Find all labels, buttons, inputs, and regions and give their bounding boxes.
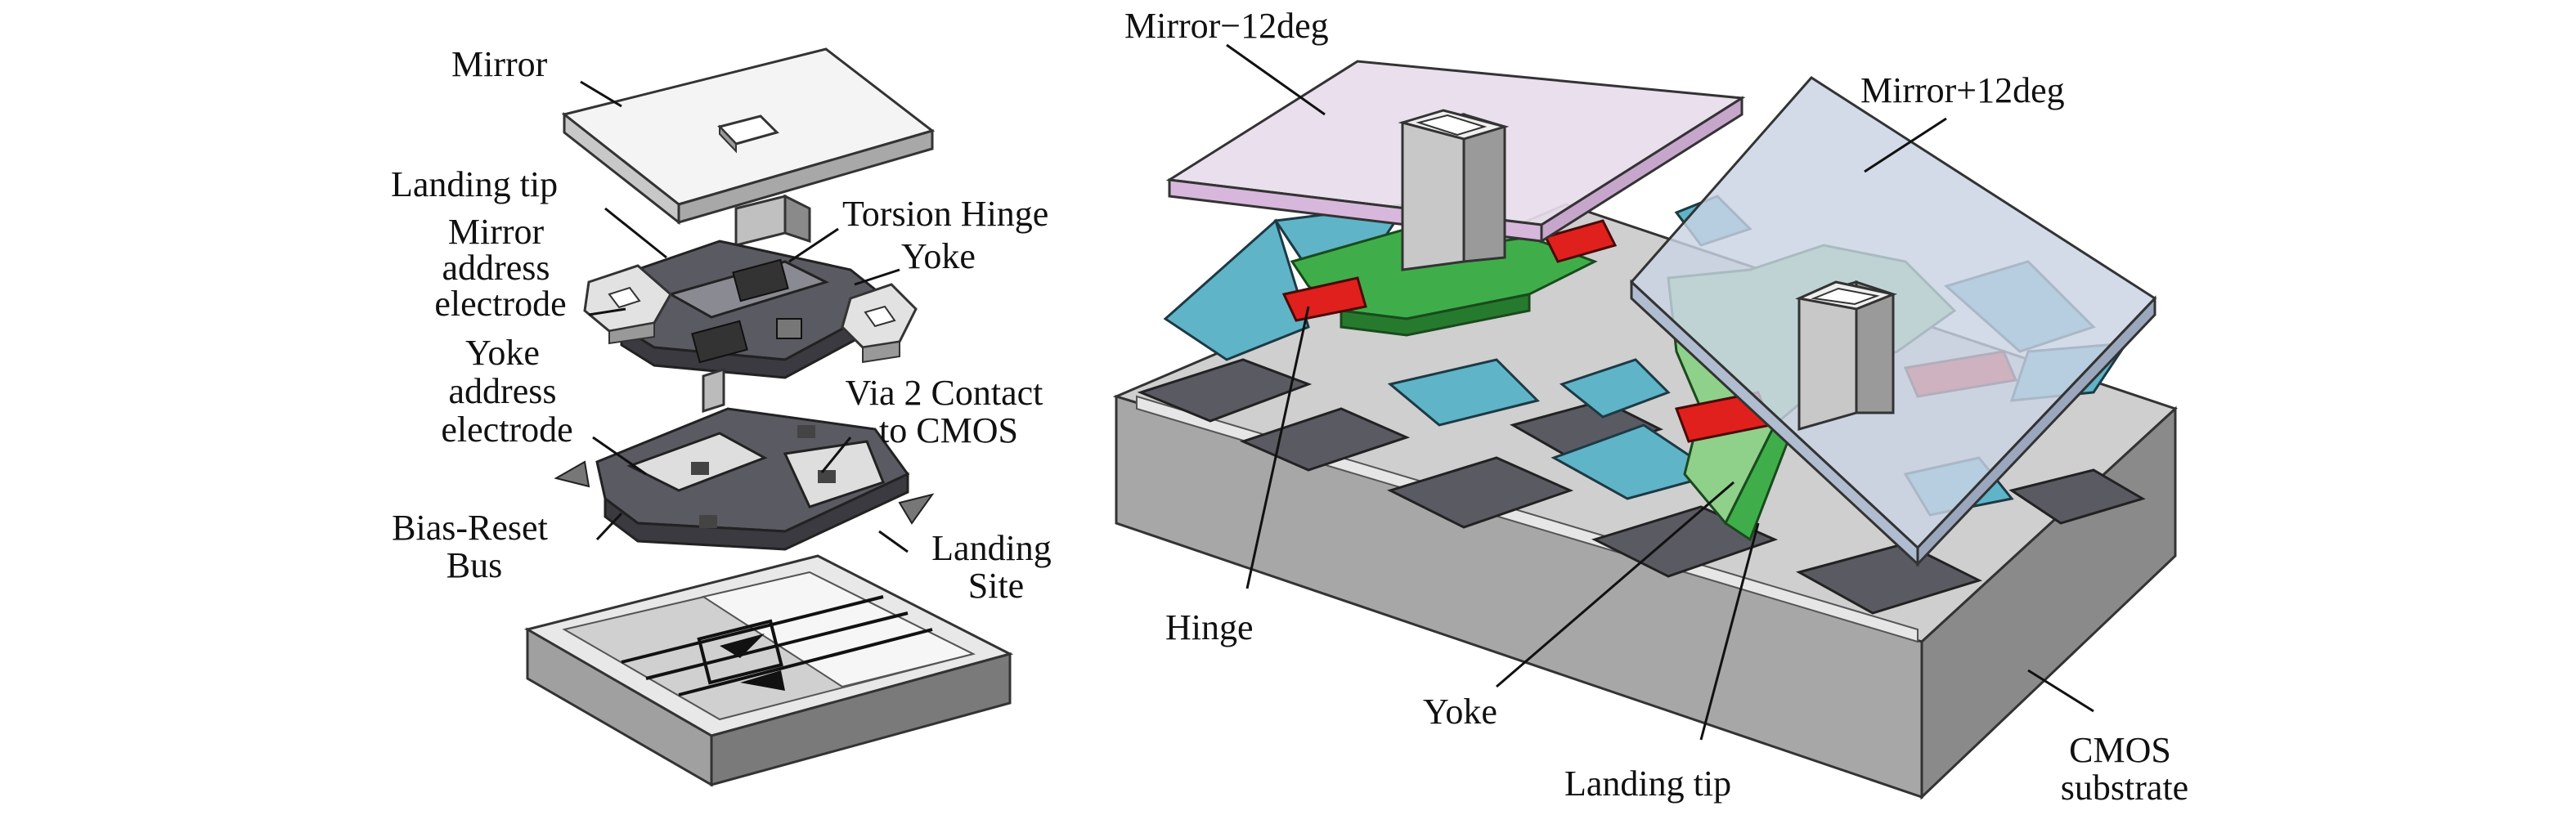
exploded-mirror-post [734,194,811,247]
hinge-left [1281,276,1367,322]
hinge-left-2 [1543,219,1618,263]
mirror-plus-12-post [1794,280,1898,431]
label-landing-tip-right: Landing tip [1564,764,1731,804]
label-mirror-minus-12deg: Mirror−12deg [1124,6,1329,46]
exploded-mirror-plate [561,47,936,226]
label-yoke-right: Yoke [1423,692,1497,732]
label-cmos-substrate: CMOS substrate [2061,730,2188,808]
exploded-leader-lines [580,80,909,553]
label-landing-tip: Landing tip [391,164,558,204]
electrode-layer-dark [1137,358,2146,615]
label-via-contact: Via 2 Contact to CMOS [846,373,1052,450]
exploded-cmos-base [524,554,1014,787]
assembled-view: Mirror−12deg Mirror+12deg Hinge Yoke Lan… [1112,6,2188,808]
label-yoke-address-electrode: Yoke address electrode [441,333,572,450]
assembled-leader-lines [1226,43,2094,741]
label-mirror-address-electrode: Mirror address electrode [434,212,566,324]
exploded-yoke-post [702,367,725,414]
exploded-mirror-electrode-left [583,264,672,345]
label-torsion-hinge: Torsion Hinge [842,194,1048,234]
exploded-landing-site-right [898,493,935,525]
label-landing-site: Landing Site [931,528,1061,606]
mirror-minus-12-post [1398,109,1510,271]
exploded-mirror-electrode-right [841,283,918,364]
exploded-view: Mirror Landing tip Torsion Hinge Mirror … [391,44,1061,787]
label-mirror: Mirror [451,44,548,84]
exploded-landing-site-left [554,460,590,488]
label-yoke-left: Yoke [901,236,976,276]
exploded-yoke-address-layer [595,407,910,551]
label-bias-reset-bus: Bias-Reset Bus [392,508,557,585]
exploded-yoke-layer [586,240,894,379]
label-mirror-plus-12deg: Mirror+12deg [1860,70,2065,110]
label-hinge: Hinge [1165,607,1254,647]
